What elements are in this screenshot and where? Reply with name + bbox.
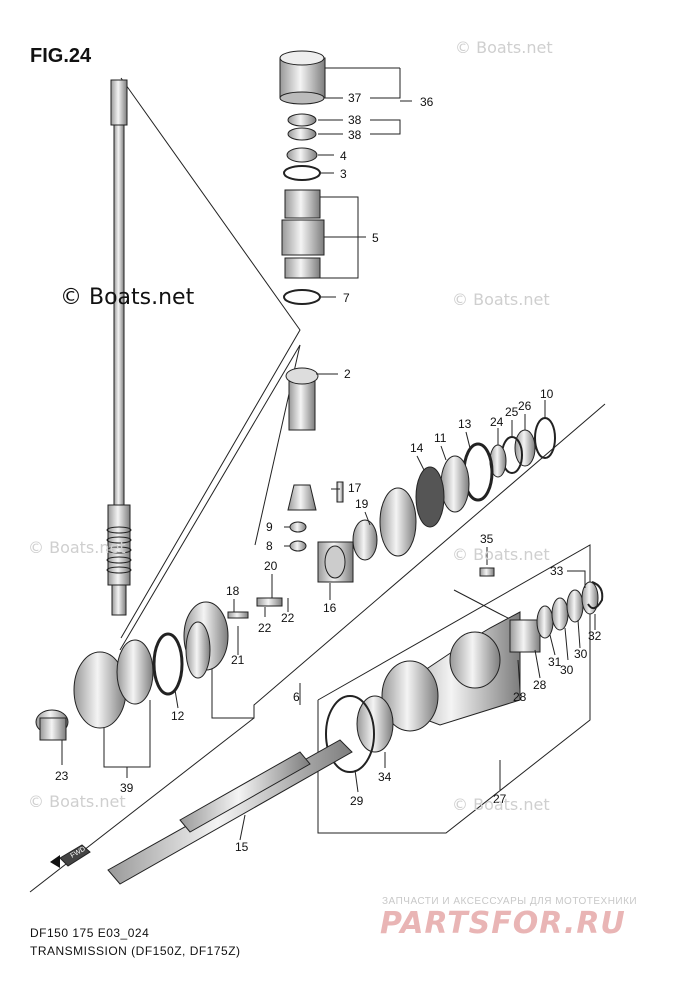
callout-2: 2 xyxy=(344,367,351,381)
bearing-39 xyxy=(73,632,184,729)
propeller-shaft-15 xyxy=(107,739,353,885)
callout-30: 30 xyxy=(560,663,574,677)
callout-20: 20 xyxy=(264,559,278,573)
callout-27: 27 xyxy=(493,792,507,806)
callout-23: 23 xyxy=(55,769,69,783)
gear-rings xyxy=(352,417,556,561)
callout-29: 29 xyxy=(350,794,364,808)
ring-3 xyxy=(283,165,321,181)
callout-19: 19 xyxy=(355,497,369,511)
watermark-boats-net: © Boats.net xyxy=(28,538,126,557)
figure-code: DF150 175 E03_024 xyxy=(30,926,150,940)
callout-35: 35 xyxy=(480,532,494,546)
callout-37: 37 xyxy=(348,91,362,105)
callout-28: 28 xyxy=(533,678,547,692)
callout-18: 18 xyxy=(226,584,240,598)
callout-22: 22 xyxy=(258,621,272,635)
callout-32: 32 xyxy=(588,629,602,643)
parts-logo: PARTSFOR.RU xyxy=(380,906,626,941)
clutch-dog xyxy=(317,541,354,583)
pinion-gear xyxy=(287,484,317,552)
callout-38: 38 xyxy=(348,113,362,127)
callout-22: 22 xyxy=(281,611,295,625)
callout-8: 8 xyxy=(266,539,273,553)
callout-39: 39 xyxy=(120,781,134,795)
group-outlines xyxy=(29,77,606,893)
callout-25: 25 xyxy=(505,405,519,419)
outline-case-group xyxy=(317,544,591,834)
watermark-boats-net: © Boats.net xyxy=(452,545,550,564)
callout-24: 24 xyxy=(490,415,504,429)
callout-26: 26 xyxy=(518,399,532,413)
callout-9: 9 xyxy=(266,520,273,534)
reverse-gear xyxy=(183,597,283,679)
watermark-boats-net: © Boats.net xyxy=(452,795,550,814)
callout-11: 11 xyxy=(434,431,447,445)
watermark-boats-net: © Boats.net xyxy=(452,290,550,309)
callouts: 37 36 38 38 4 3 5 7 2 10 26 25 24 13 11 … xyxy=(55,91,602,854)
callout-36: 36 xyxy=(420,95,434,109)
fwd-arrow: FWD xyxy=(50,844,91,868)
outline-driveshaft-group xyxy=(120,77,301,639)
callout-12: 12 xyxy=(171,709,185,723)
callout-38: 38 xyxy=(348,128,362,142)
callout-15: 15 xyxy=(235,840,249,854)
callout-30: 30 xyxy=(574,647,588,661)
bearing-housing-37 xyxy=(279,50,326,105)
pin-17 xyxy=(336,481,344,503)
parts-tagline: ЗАПЧАСТИ И АКСЕССУАРЫ ДЛЯ МОТОТЕХНИКИ xyxy=(382,896,638,907)
callout-31: 31 xyxy=(548,655,562,669)
callout-21: 21 xyxy=(231,653,245,667)
leader-lines xyxy=(61,67,596,841)
bearing-23 xyxy=(35,709,69,741)
sleeve-2 xyxy=(285,367,319,431)
callout-16: 16 xyxy=(323,601,337,615)
shim-38 xyxy=(287,113,317,141)
o-rings xyxy=(325,695,394,773)
callout-14: 14 xyxy=(410,441,424,455)
callout-3: 3 xyxy=(340,167,347,181)
watermark-boats-net: © Boats.net xyxy=(455,38,553,57)
bearing-5 xyxy=(281,189,325,279)
callout-7: 7 xyxy=(343,291,350,305)
watermark-boats-net-main: © Boats.net xyxy=(60,285,195,310)
callout-6: 6 xyxy=(293,690,300,704)
figure-title: FIG.24 xyxy=(30,45,92,67)
gear-case-27 xyxy=(381,567,604,732)
callout-34: 34 xyxy=(378,770,392,784)
watermark-boats-net: © Boats.net xyxy=(28,792,126,811)
figure-caption: TRANSMISSION (DF150Z, DF175Z) xyxy=(30,944,241,958)
clip-7 xyxy=(283,289,321,305)
drive-shaft xyxy=(106,79,132,616)
callout-17: 17 xyxy=(348,481,362,495)
callout-13: 13 xyxy=(458,417,472,431)
callout-10: 10 xyxy=(540,387,554,401)
callout-28: 28 xyxy=(513,690,527,704)
callout-4: 4 xyxy=(340,149,347,163)
callout-5: 5 xyxy=(372,231,379,245)
callout-33: 33 xyxy=(550,564,564,578)
washer-4 xyxy=(286,147,318,163)
